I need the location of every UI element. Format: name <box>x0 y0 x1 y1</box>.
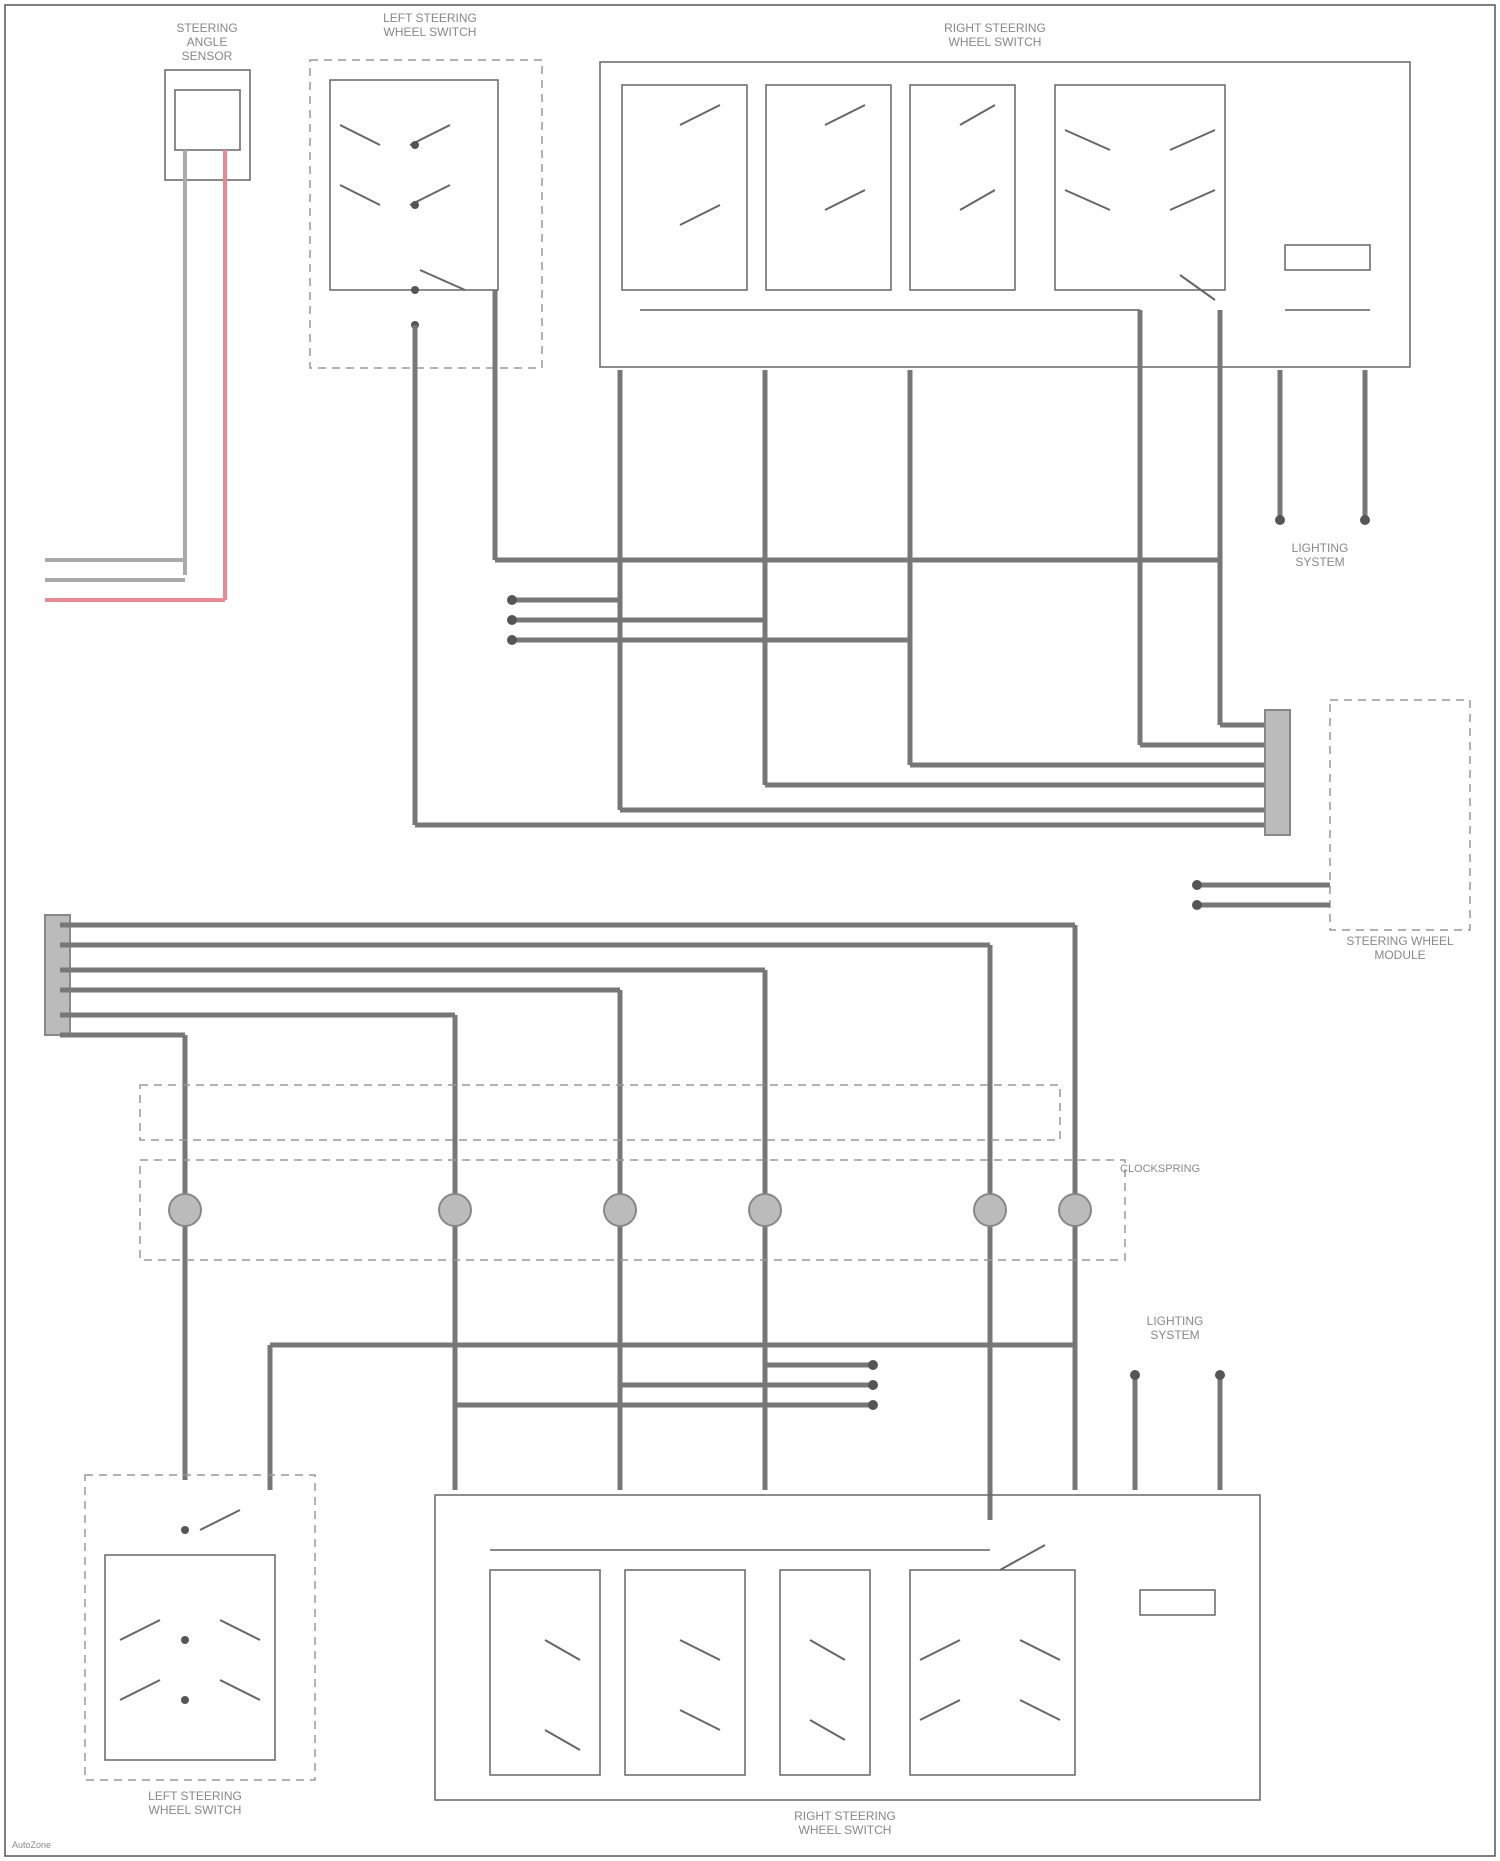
footer-logo: AutoZone <box>12 1840 51 1850</box>
clockspring: CLOCKSPRING <box>140 1085 1200 1260</box>
left-switch-top-title-2: WHEEL SWITCH <box>384 25 477 39</box>
steering-angle-sensor: STEERING ANGLE SENSOR <box>45 21 250 600</box>
sensor-title-3: SENSOR <box>182 49 233 63</box>
top-ground-taps <box>507 595 910 645</box>
right-switch-top-title-2: WHEEL SWITCH <box>949 35 1042 49</box>
left-switch-bottom-title-2: WHEEL SWITCH <box>149 1803 242 1817</box>
left-switch-top: LEFT STEERING WHEEL SWITCH <box>310 11 542 368</box>
lighting-top-title-2: SYSTEM <box>1295 555 1344 569</box>
module-title-2: MODULE <box>1374 948 1425 962</box>
sensor-title-2: ANGLE <box>187 35 228 49</box>
lighting-top-title-1: LIGHTING <box>1292 541 1349 555</box>
left-switch-top-title-1: LEFT STEERING <box>383 11 477 25</box>
right-switch-top-title-1: RIGHT STEERING <box>944 21 1046 35</box>
bottom-ground-taps <box>455 1360 878 1410</box>
module-title-1: STEERING WHEEL <box>1346 934 1454 948</box>
lighting-system-top: LIGHTING SYSTEM <box>1292 541 1349 569</box>
clockspring-title: CLOCKSPRING <box>1120 1163 1200 1175</box>
right-switch-bottom-title-1: RIGHT STEERING <box>794 1809 896 1823</box>
steering-wheel-module: STEERING WHEEL MODULE <box>1192 700 1470 962</box>
left-switch-bottom-title-1: LEFT STEERING <box>148 1789 242 1803</box>
right-switch-bottom-title-2: WHEEL SWITCH <box>799 1823 892 1837</box>
left-switch-bottom: LEFT STEERING WHEEL SWITCH <box>85 1475 315 1817</box>
right-switch-bottom: RIGHT STEERING WHEEL SWITCH <box>435 1495 1260 1837</box>
module-bus <box>415 710 1290 835</box>
lighting-system-bottom: LIGHTING SYSTEM <box>1130 1314 1225 1615</box>
lighting-bottom-title-1: LIGHTING <box>1147 1314 1204 1328</box>
right-switch-top: RIGHT STEERING WHEEL SWITCH <box>600 21 1410 367</box>
page-frame <box>5 5 1495 1856</box>
sensor-title-1: STEERING <box>176 21 237 35</box>
lighting-bottom-title-2: SYSTEM <box>1150 1328 1199 1342</box>
